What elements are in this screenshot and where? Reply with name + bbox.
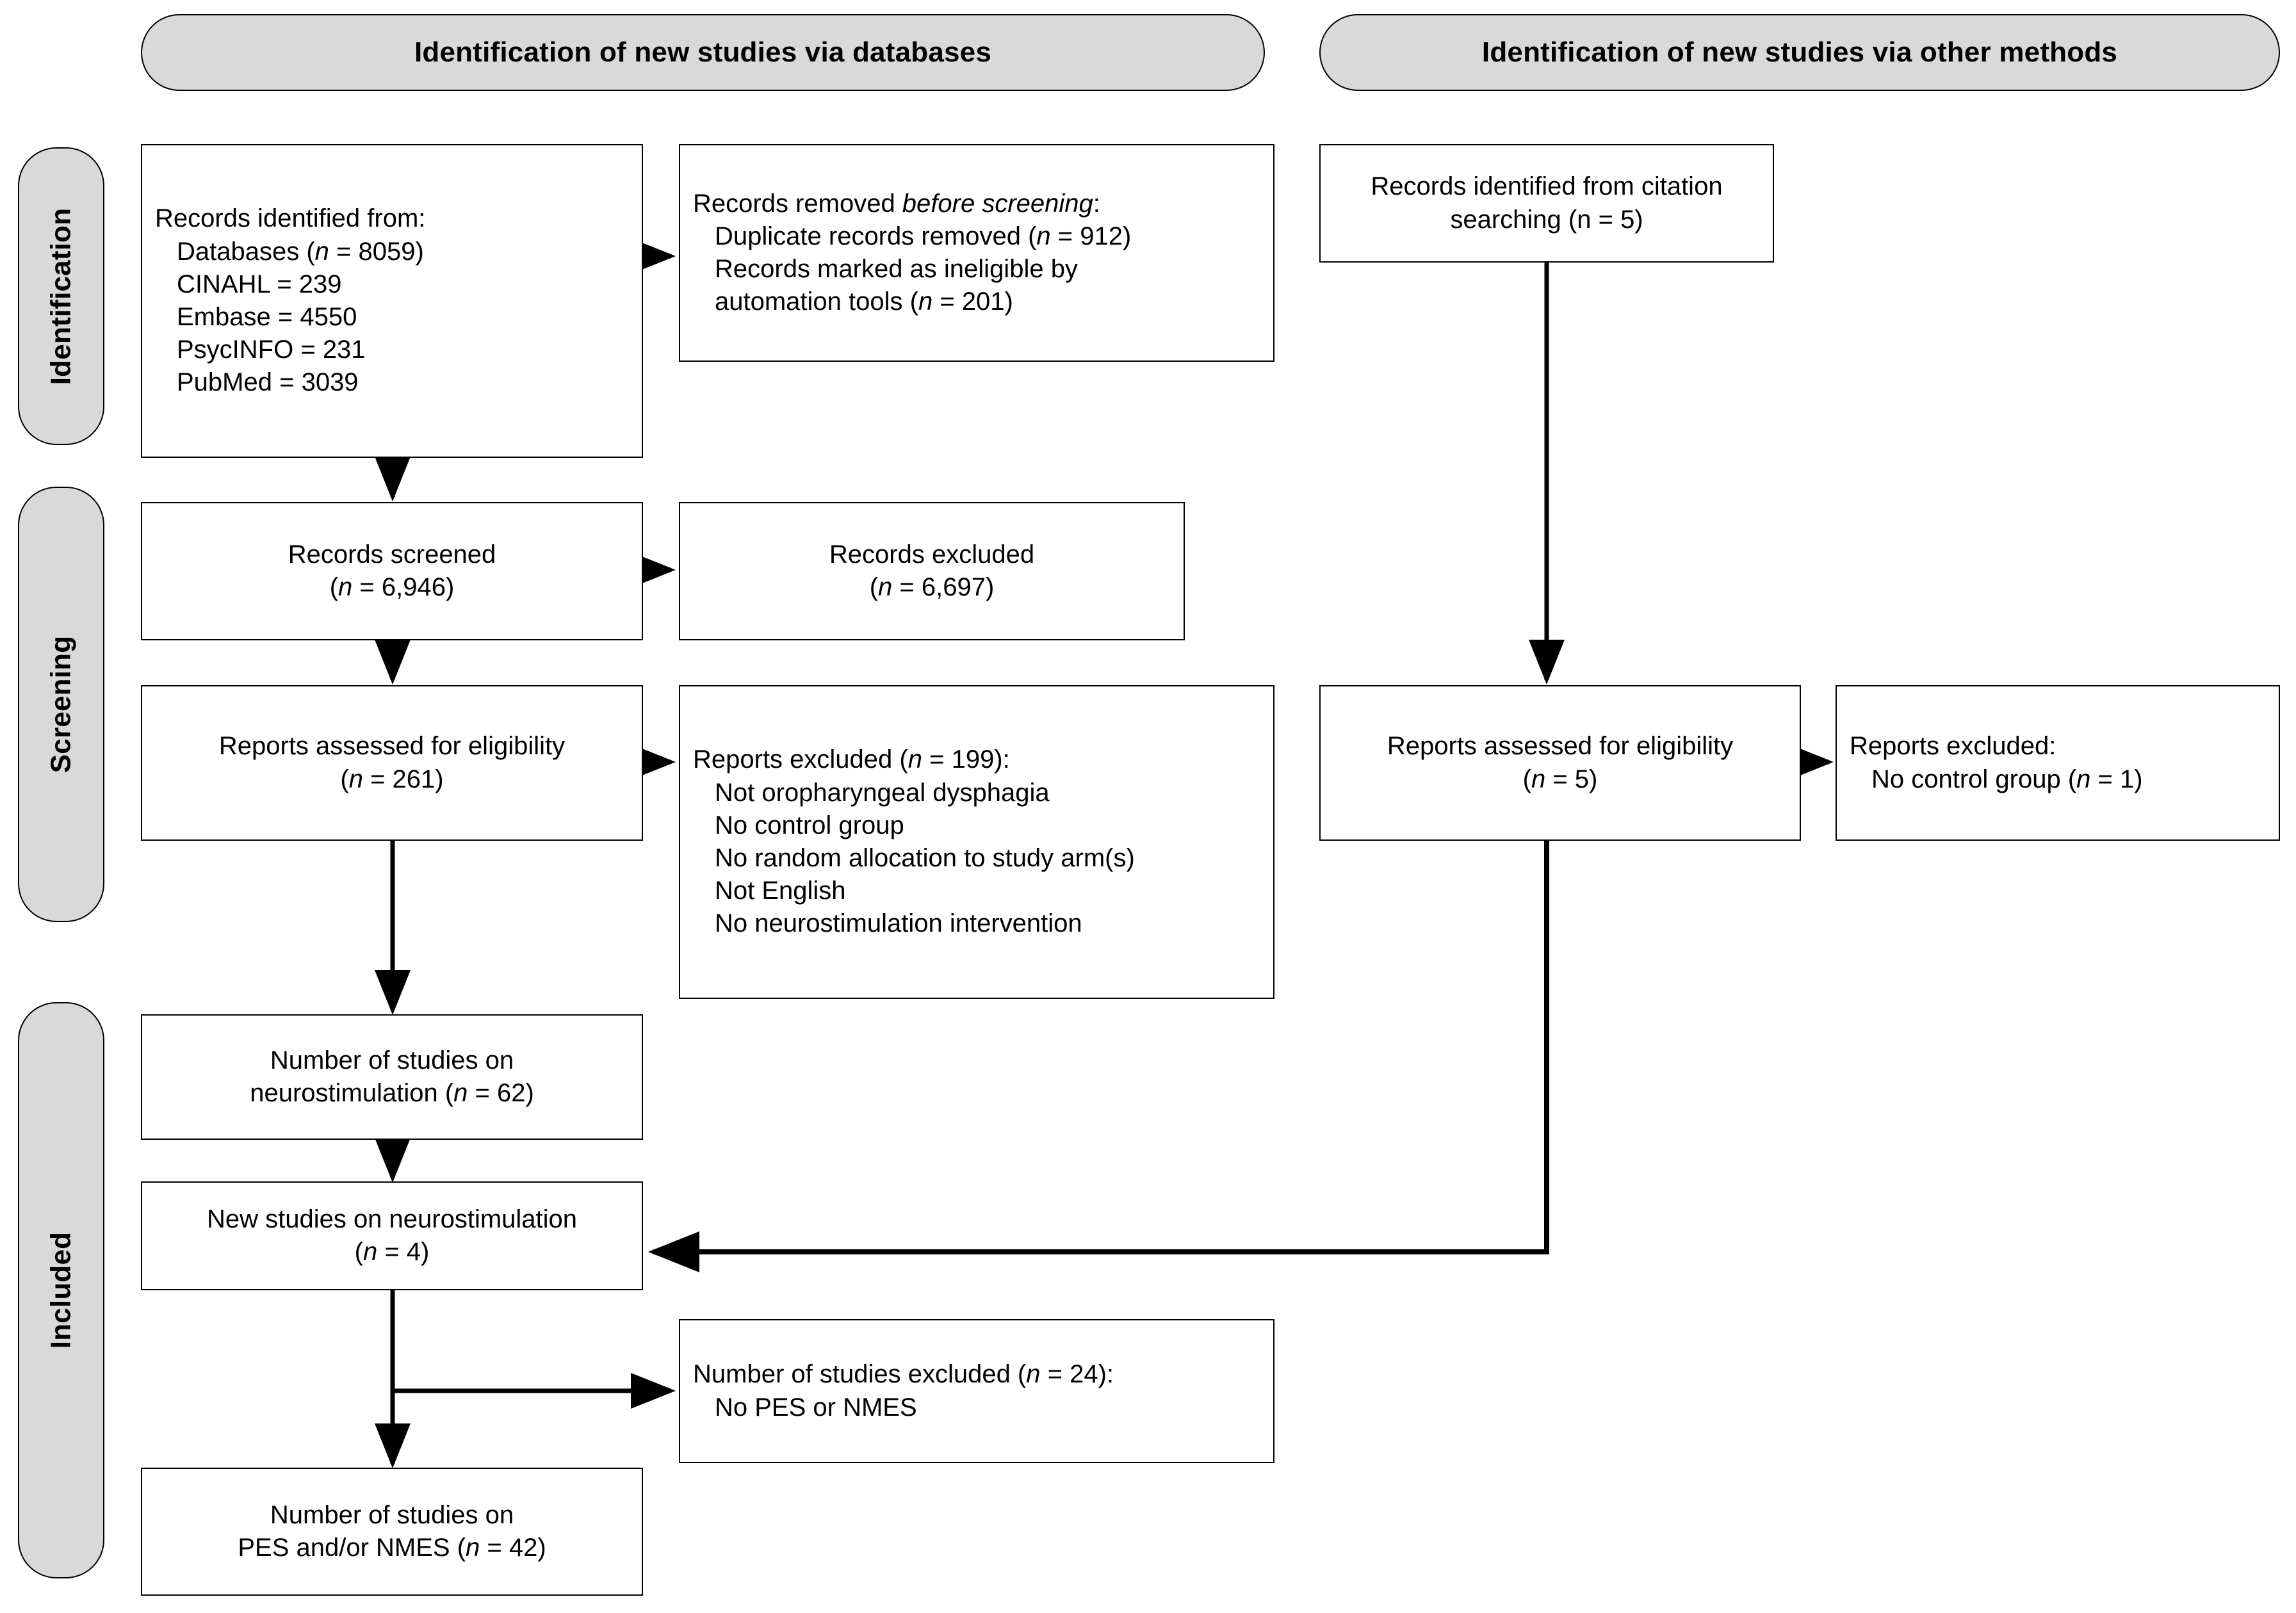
box-records-removed: Records removed before screening: Duplic… [679,144,1274,362]
box-studies-neurostimulation: Number of studies on neurostimulation (n… [141,1014,643,1140]
reports-excluded-db-line-0: Not oropharyngeal dysphagia [715,778,1050,807]
records-screened-line-1: Records screened [288,540,496,569]
studies-neurostim-line-1: Number of studies on [270,1046,514,1074]
reports-assessed-other-line-1: Reports assessed for eligibility [1387,732,1734,761]
studies-pes-nmes-line-2: PES and/or NMES (n = 42) [238,1534,546,1562]
records-citation-line-2: searching (n = 5) [1450,205,1643,234]
phase-label-identification: Identification [45,207,77,385]
reports-assessed-db-line-2: (n = 261) [340,765,444,793]
studies-excluded-heading: Number of studies excluded (n = 24): [693,1360,1114,1389]
phase-label-included: Included [45,1231,77,1349]
new-studies-line-1: New studies on neurostimulation [206,1204,578,1233]
arrow-new-studies-to-excluded [390,1290,676,1409]
records-citation-line-1: Records identified from citation [1371,172,1723,201]
reports-assessed-db-line-1: Reports assessed for eligibility [218,732,566,761]
studies-neurostim-line-2: neurostimulation (n = 62) [250,1079,534,1107]
records-identified-line-2: Embase = 4550 [177,303,357,331]
reports-excluded-db-line-4: No neurostimulation intervention [715,909,1082,938]
records-identified-line-1: CINAHL = 239 [177,270,342,298]
reports-excluded-db-heading: Reports excluded (n = 199): [693,745,1010,774]
reports-excluded-db-line-1: No control group [715,811,904,839]
reports-excluded-other-heading: Reports excluded: [1850,732,2056,761]
reports-excluded-db-line-2: No random allocation to study arm(s) [715,844,1135,872]
phase-rail-screening: Screening [18,487,104,922]
banner-databases-label: Identification of new studies via databa… [414,36,992,68]
banner-identification-other: Identification of new studies via other … [1319,14,2280,91]
phase-rail-identification: Identification [18,147,104,445]
records-removed-heading-emphasis: before screening [902,189,1093,218]
box-records-excluded: Records excluded (n = 6,697) [679,502,1185,640]
box-reports-assessed-other: Reports assessed for eligibility (n = 5) [1319,685,1801,841]
reports-assessed-other-line-2: (n = 5) [1522,765,1598,793]
records-identified-line-0: Databases (n = 8059) [177,237,424,266]
studies-pes-nmes-line-1: Number of studies on [270,1500,514,1529]
records-excluded-line-1: Records excluded [829,540,1035,569]
box-new-studies-neurostimulation: New studies on neurostimulation (n = 4) [141,1181,643,1290]
records-identified-line-3: PsycINFO = 231 [177,336,366,364]
phase-rail-included: Included [18,1002,104,1578]
box-reports-excluded-other: Reports excluded: No control group (n = … [1836,685,2280,841]
box-records-citation-searching: Records identified from citation searchi… [1319,144,1774,263]
records-excluded-line-2: (n = 6,697) [869,573,995,601]
studies-excluded-line-0: No PES or NMES [715,1393,917,1422]
records-identified-heading: Records identified from: [155,204,426,233]
reports-excluded-db-line-3: Not English [715,877,846,905]
reports-excluded-other-line-0: No control group (n = 1) [1871,765,2143,793]
new-studies-line-2: (n = 4) [354,1238,430,1266]
box-reports-assessed-databases: Reports assessed for eligibility (n = 26… [141,685,643,841]
records-screened-line-2: (n = 6,946) [329,573,455,601]
box-records-identified: Records identified from: Databases (n = … [141,144,643,458]
box-studies-pes-nmes: Number of studies on PES and/or NMES (n … [141,1468,643,1596]
records-removed-line-0: Duplicate records removed (n = 912) [715,222,1132,250]
records-removed-line-2: automation tools (n = 201) [715,288,1013,316]
box-reports-excluded-databases: Reports excluded (n = 199): Not orophary… [679,685,1274,999]
box-studies-excluded: Number of studies excluded (n = 24): No … [679,1319,1274,1463]
banner-identification-databases: Identification of new studies via databa… [141,14,1265,91]
phase-label-screening: Screening [45,635,77,774]
box-records-screened: Records screened (n = 6,946) [141,502,643,640]
records-identified-line-4: PubMed = 3039 [177,368,359,397]
banner-other-label: Identification of new studies via other … [1481,36,2118,68]
records-removed-heading: Records removed before screening: [693,189,1100,218]
records-removed-line-1: Records marked as ineligible by [715,255,1078,283]
